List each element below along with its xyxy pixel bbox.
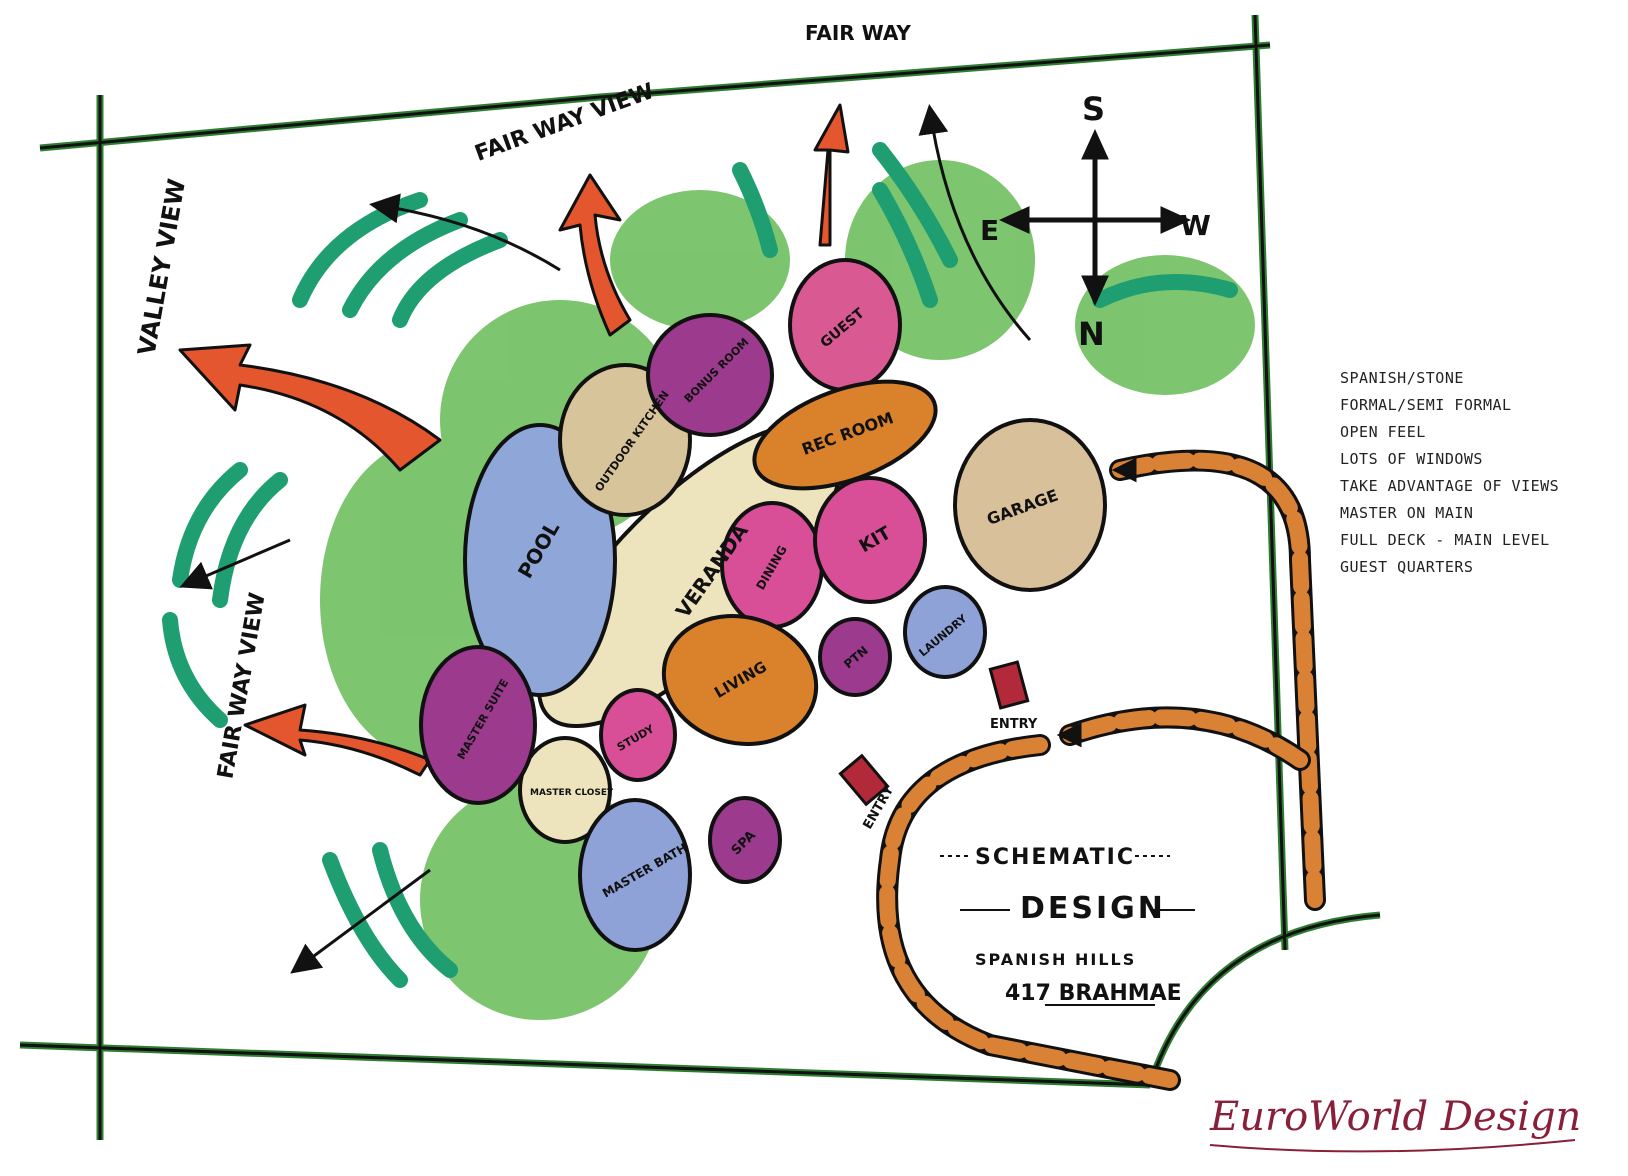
title-line1: SCHEMATIC xyxy=(975,845,1135,870)
compass-north-label: N xyxy=(1078,315,1105,353)
label-fairway-view-left: FAIR WAY VIEW xyxy=(213,591,270,781)
entry-label-side: ENTRY xyxy=(990,717,1038,732)
note-item: FORMAL/SEMI FORMAL xyxy=(1340,392,1610,419)
note-item: TAKE ADVANTAGE OF VIEWS xyxy=(1340,473,1610,500)
note-item: GUEST QUARTERS xyxy=(1340,554,1610,581)
label-valley-view: VALLEY VIEW xyxy=(133,177,192,358)
compass-south-label: S xyxy=(1082,90,1105,128)
signature: EuroWorld Design xyxy=(1209,1094,1581,1140)
label-fairway-top: FAIR WAY xyxy=(805,21,911,45)
compass-east-label: E xyxy=(980,214,999,247)
design-notes: SPANISH/STONE FORMAL/SEMI FORMAL OPEN FE… xyxy=(1340,365,1610,581)
title-line3: SPANISH HILLS xyxy=(975,950,1136,969)
note-item: MASTER ON MAIN xyxy=(1340,500,1610,527)
room-label-master-closet: MASTER CLOSET xyxy=(530,788,614,798)
note-item: OPEN FEEL xyxy=(1340,419,1610,446)
note-item: LOTS OF WINDOWS xyxy=(1340,446,1610,473)
note-item: SPANISH/STONE xyxy=(1340,365,1610,392)
label-fairway-view-top: FAIR WAY VIEW xyxy=(472,79,658,167)
note-item: FULL DECK - MAIN LEVEL xyxy=(1340,527,1610,554)
title-line2: DESIGN xyxy=(1020,891,1166,926)
title-line4: 417 BRAHMAE xyxy=(1005,981,1182,1006)
compass-west-label: W xyxy=(1180,209,1211,242)
